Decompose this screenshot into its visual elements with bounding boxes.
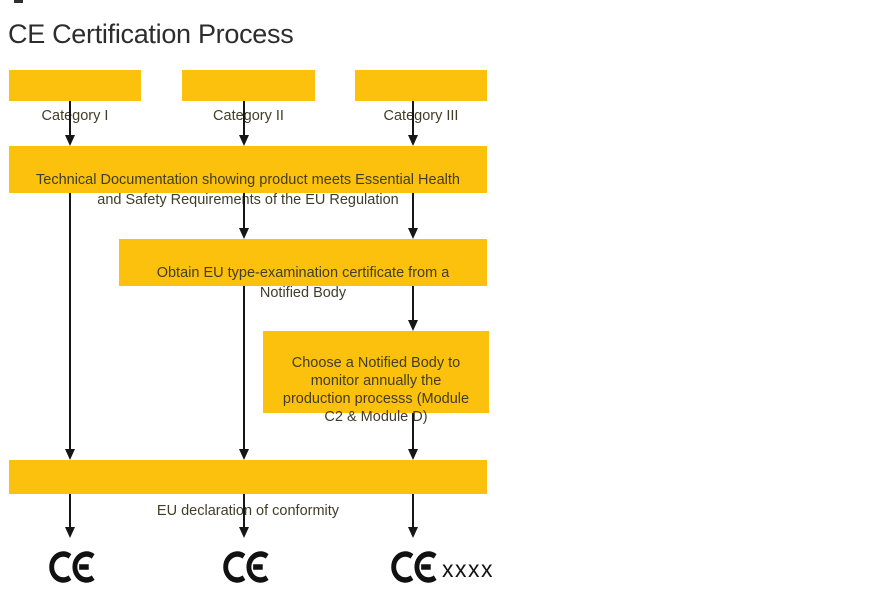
technical-documentation-box: Technical Documentation showing product …: [9, 146, 487, 208]
category-2-box: Category II: [182, 70, 315, 124]
ce-mark-icon: [391, 551, 437, 583]
notified-body-monitoring-label: Choose a Notified Body to monitor annual…: [282, 355, 470, 425]
category-1-label: Category I: [41, 108, 109, 124]
arrow-techdoc-to-typeexam-cat3: [408, 193, 418, 239]
page-title: CE Certification Process: [8, 19, 294, 49]
arrow-cat1-to-techdoc: [65, 101, 75, 146]
eu-declaration-box: EU declaration of conformity: [9, 460, 487, 519]
category-1-box: Category I: [9, 70, 141, 124]
arrow-techdoc-to-declaration: [65, 193, 75, 460]
technical-documentation-label: Technical Documentation showing product …: [36, 171, 460, 208]
ce-mark-1: [49, 551, 100, 583]
type-examination-label: Obtain EU type-examination certificate f…: [156, 264, 450, 301]
arrow-techdoc-to-typeexam-cat2: [239, 193, 249, 239]
notified-body-monitoring-box: Choose a Notified Body to monitor annual…: [263, 331, 489, 425]
ce-suffix: xxxx: [442, 556, 494, 582]
category-3-box: Category III: [355, 70, 487, 124]
category-2-label: Category II: [213, 108, 284, 124]
ce-mark-3: xxxx: [391, 551, 494, 583]
arrow-declaration-to-ce3: [408, 494, 418, 538]
ce-mark-2: [223, 551, 274, 583]
arrow-declaration-to-ce1: [65, 494, 75, 538]
arrow-declaration-to-ce2: [239, 494, 249, 538]
arrow-cat2-to-techdoc: [239, 101, 249, 146]
category-3-label: Category III: [383, 108, 459, 124]
arrow-typeexam-to-declaration: [239, 286, 249, 460]
arrow-monitor-to-declaration: [408, 413, 418, 460]
arrow-typeexam-to-monitor: [408, 286, 418, 331]
type-examination-box: Obtain EU type-examination certificate f…: [119, 239, 487, 301]
ce-mark-icon: [49, 551, 95, 583]
ce-mark-icon: [223, 551, 269, 583]
eu-declaration-label: EU declaration of conformity: [156, 503, 340, 519]
top-edge-artifact: [14, 0, 23, 3]
arrow-cat3-to-techdoc: [408, 101, 418, 146]
